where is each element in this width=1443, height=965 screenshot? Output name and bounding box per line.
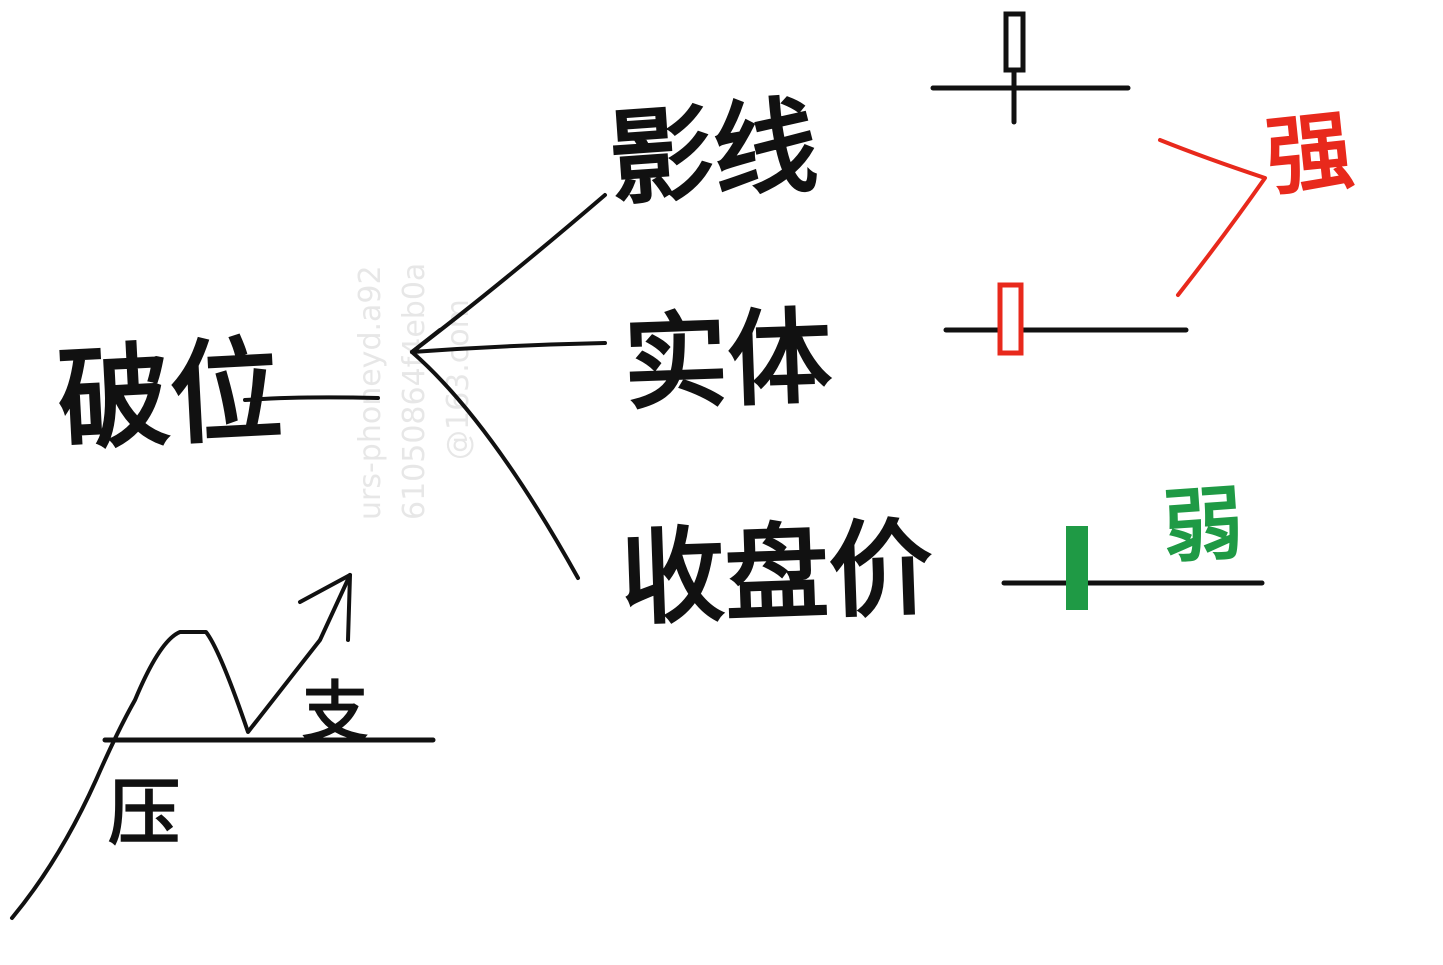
root-label: 破位	[55, 325, 285, 467]
connector-lower	[410, 350, 580, 580]
annotation-weak: 弱	[1160, 477, 1246, 575]
trend-arrow-icon	[298, 573, 352, 642]
watermark: urs-phoneyd.a92 61050864f4eb0a @163.com	[353, 263, 476, 520]
strong-bracket	[1158, 138, 1267, 297]
candlestick-long-upper-shadow-icon	[930, 11, 1131, 125]
branch-connectors	[410, 193, 607, 580]
annotation-pressure: 压	[108, 771, 180, 855]
connector-tick	[410, 328, 442, 354]
price-path	[10, 573, 352, 920]
root-underline	[243, 395, 380, 402]
candle-body-hollow	[1003, 11, 1026, 73]
connector-middle	[410, 341, 607, 354]
candlestick-small-red-body-icon	[943, 282, 1189, 356]
candle-body-red	[997, 282, 1024, 356]
branch-label-shadow: 影线	[605, 85, 821, 221]
branch-label-body: 实体	[622, 296, 834, 425]
watermark-line-1: urs-phoneyd.a92	[353, 265, 388, 520]
annotation-support: 支	[302, 674, 368, 751]
candlestick-solid-green-body-icon	[1001, 526, 1265, 610]
trend-sketch	[10, 573, 436, 920]
watermark-line-2: 61050864f4eb0a	[397, 263, 432, 520]
annotation-strong: 强	[1262, 100, 1358, 208]
candle-body-green	[1066, 526, 1088, 610]
branch-label-close: 收盘价	[619, 507, 935, 640]
